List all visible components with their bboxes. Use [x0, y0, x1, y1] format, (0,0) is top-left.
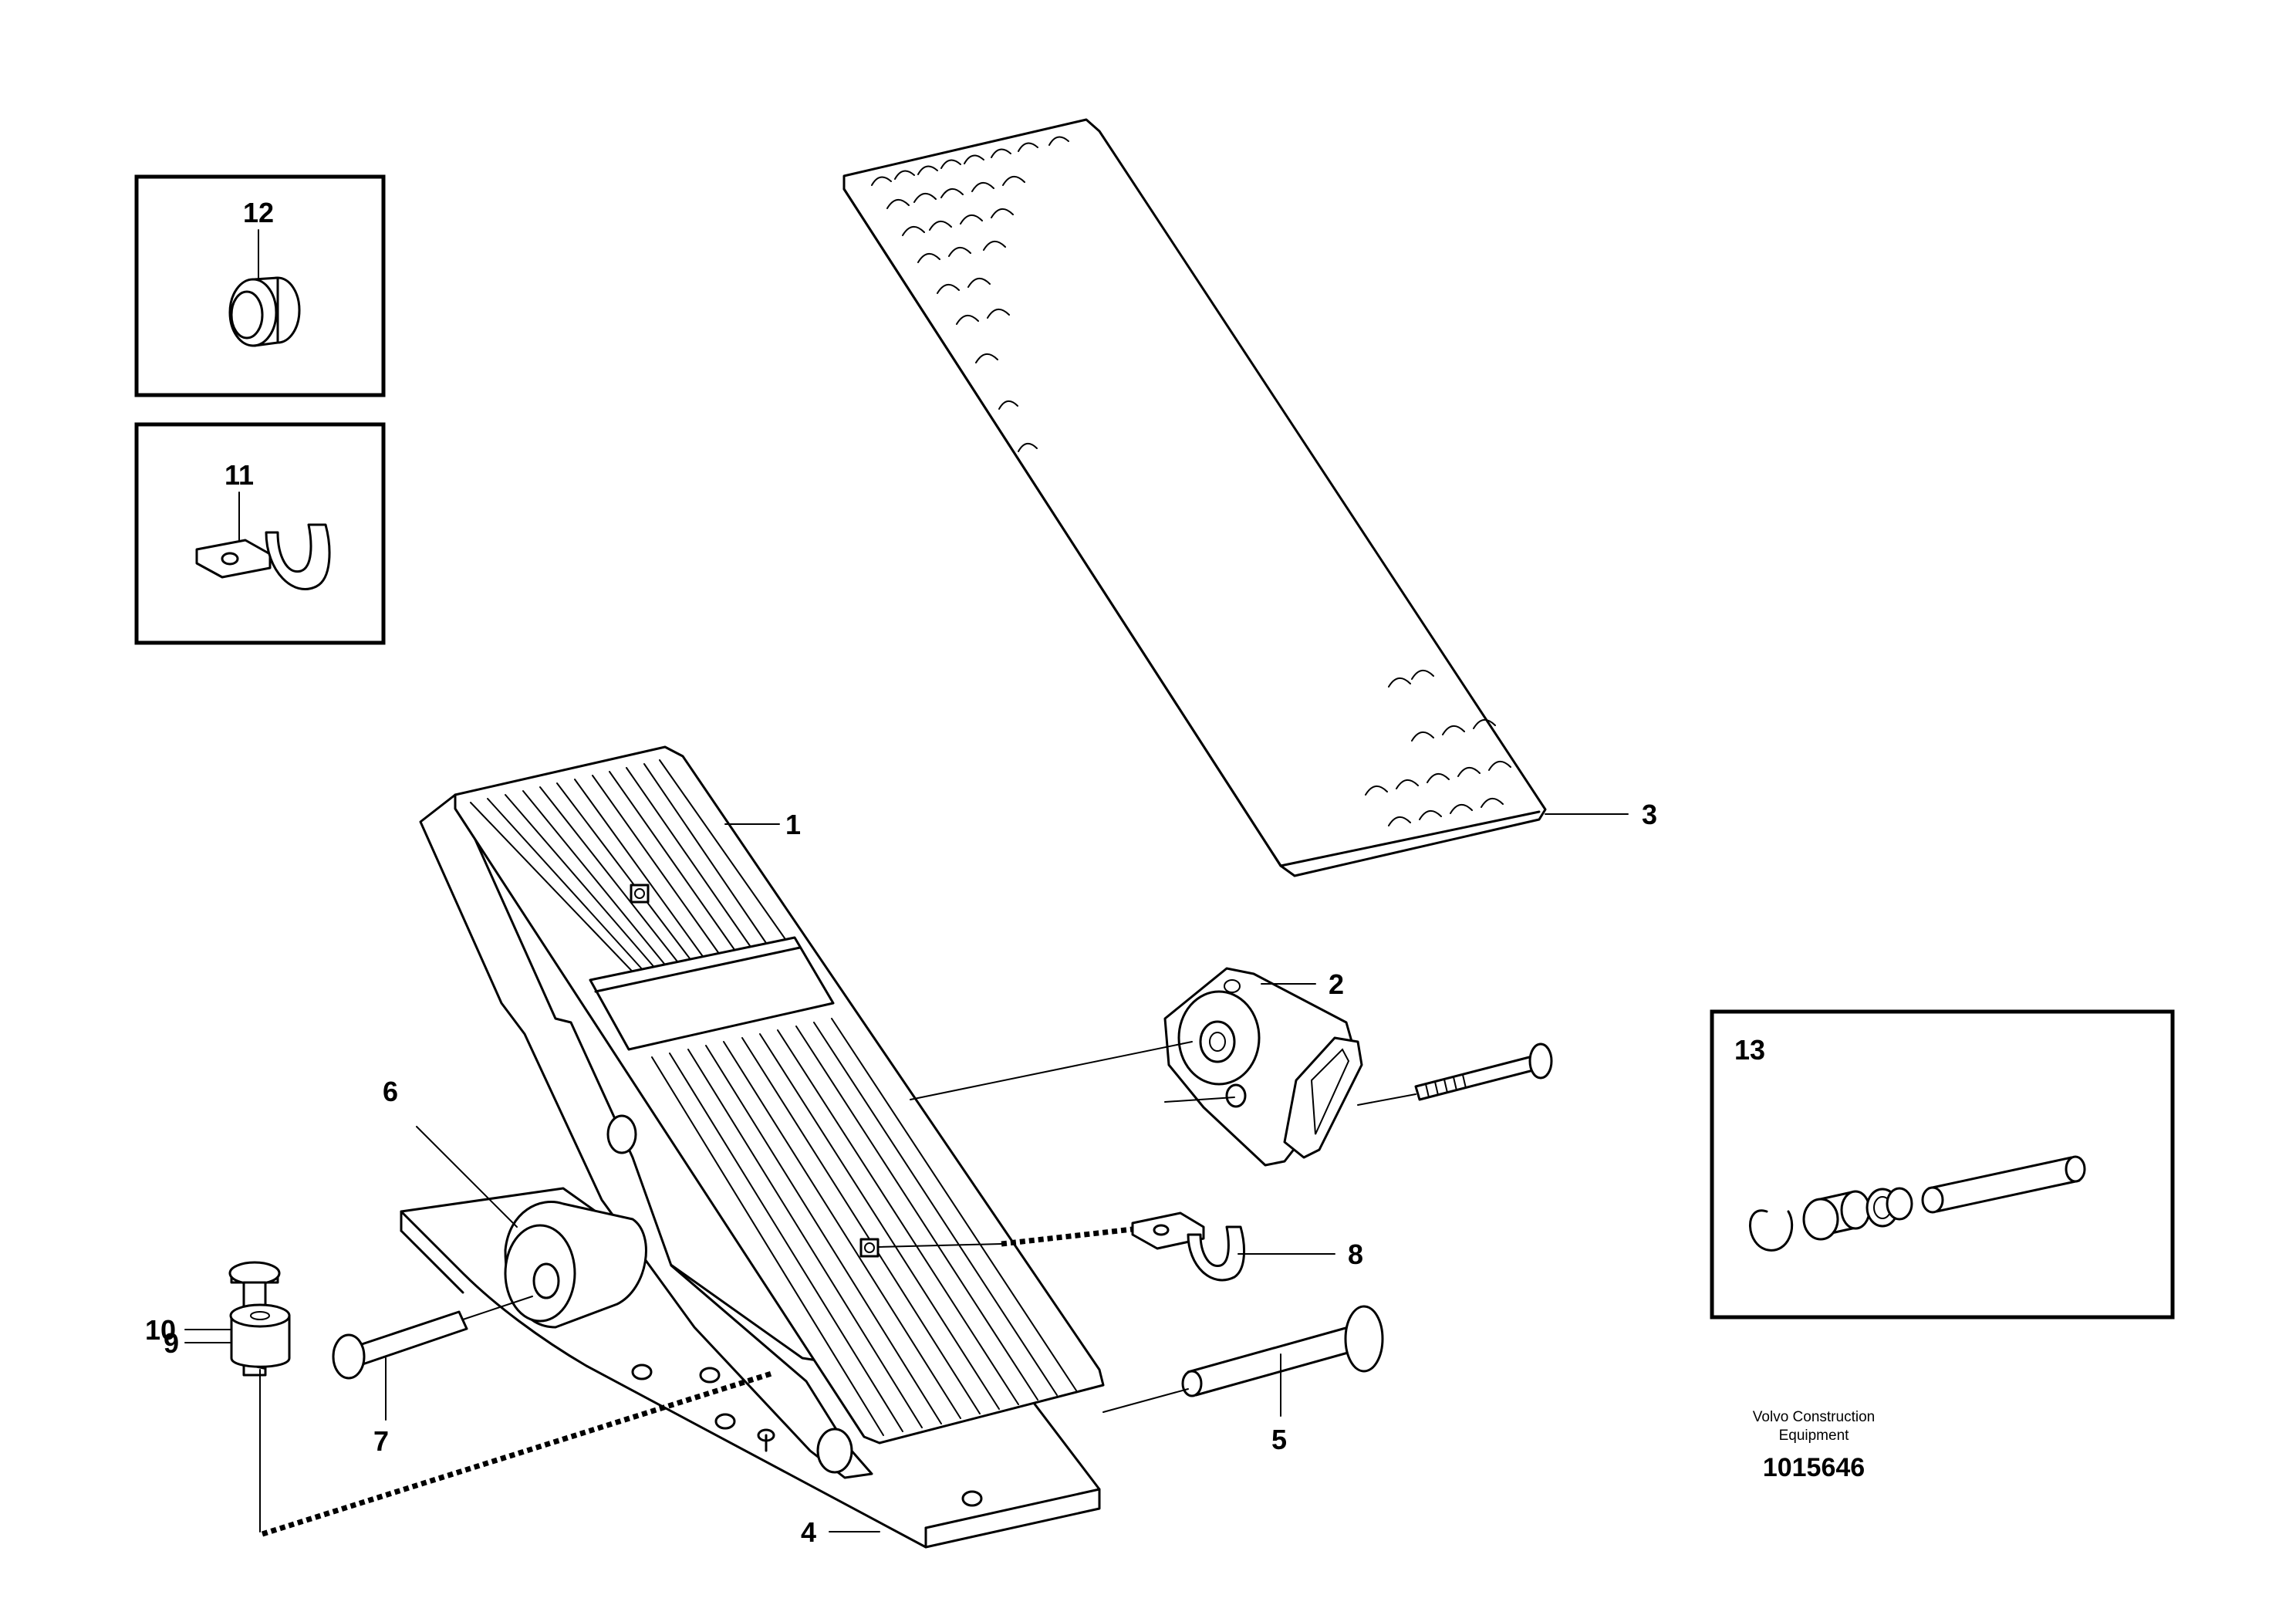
- bushing-part-6: 6: [383, 1076, 647, 1329]
- sensor-part-2: 2: [910, 967, 1363, 1167]
- clip-part-small: [195, 523, 331, 590]
- callout-8: 8: [1348, 1238, 1363, 1270]
- pin-part-7: 7: [332, 1296, 533, 1457]
- inset-box-13: 13: [1710, 1009, 2175, 1320]
- callout-13: 13: [1734, 1034, 1765, 1066]
- callout-11: 11: [225, 459, 254, 491]
- callout-2: 2: [1329, 968, 1344, 1000]
- clip-part-8: 8: [1131, 1211, 1363, 1282]
- callout-1: 1: [785, 809, 801, 840]
- assembly-dashed-line-10: [261, 1370, 773, 1537]
- inset-box-12: 12: [134, 174, 386, 397]
- spacer-part-10: 10: [145, 1303, 291, 1532]
- screw-part-2: [1357, 1042, 1553, 1106]
- callout-3: 3: [1642, 799, 1657, 830]
- callout-4: 4: [801, 1516, 816, 1548]
- brand-line-2: Equipment: [1779, 1428, 1850, 1444]
- assembly-dashed-line-8: [1001, 1226, 1133, 1247]
- footer: Volvo Construction Equipment 1015646: [1753, 1409, 1875, 1482]
- callout-9: 9: [164, 1327, 179, 1359]
- callout-7: 7: [373, 1425, 389, 1457]
- pedal-pad-part-3: 3: [842, 118, 1657, 877]
- pin-sleeve-kit-part-13: [1749, 1155, 2086, 1252]
- drawing-number: 1015646: [1763, 1453, 1865, 1482]
- callout-10: 10: [145, 1314, 176, 1346]
- brand-line-1: Volvo Construction: [1753, 1409, 1875, 1425]
- pedal-part-1: 1: [419, 745, 1105, 1479]
- inset-box-11: 11: [134, 422, 386, 645]
- plug-part: [228, 276, 301, 347]
- callout-6: 6: [383, 1076, 398, 1107]
- pin-part-5: 5: [1102, 1305, 1384, 1455]
- callout-12: 12: [243, 197, 274, 228]
- callout-5: 5: [1271, 1424, 1287, 1455]
